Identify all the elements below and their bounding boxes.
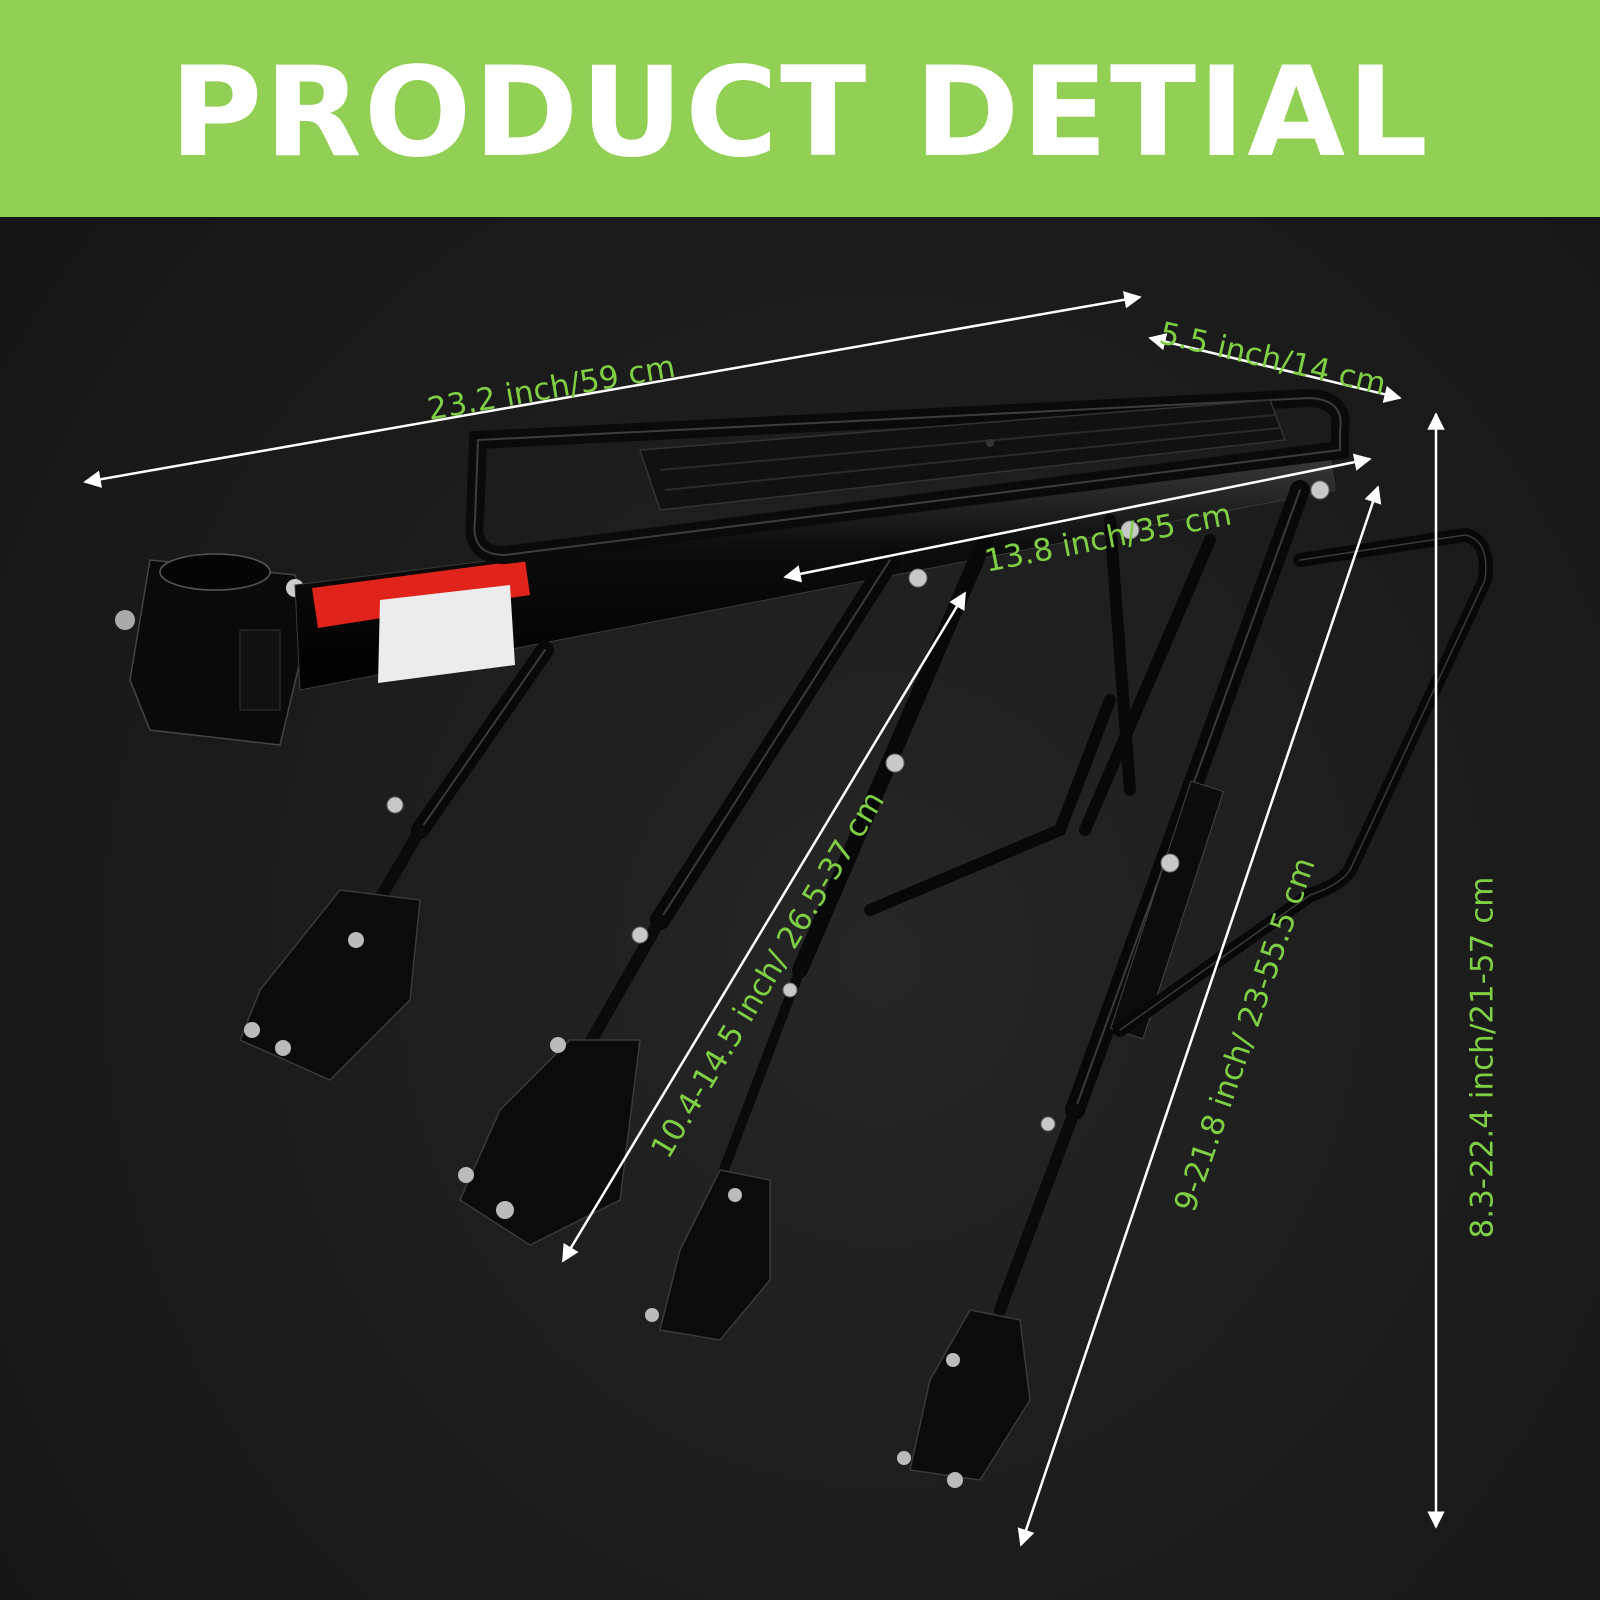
seatpost-clamp [115, 553, 311, 746]
banner-title: PRODUCT DETIAL [169, 40, 1431, 185]
bike-rack-illustration [83, 291, 1493, 1547]
header-banner: PRODUCT DETIAL [0, 0, 1600, 217]
arrow-front-strut [561, 591, 967, 1263]
dimension-label-height: 8.3-22.4 inch/21-57 cm [1464, 876, 1501, 1239]
arrow-rear-strut [1017, 485, 1382, 1547]
rear-struts [994, 480, 1310, 1316]
arrow-total-length [83, 291, 1142, 488]
mounting-clamps [239, 889, 1031, 1488]
dimension-arrows [83, 291, 1445, 1547]
arrow-platform-width [1148, 333, 1402, 403]
